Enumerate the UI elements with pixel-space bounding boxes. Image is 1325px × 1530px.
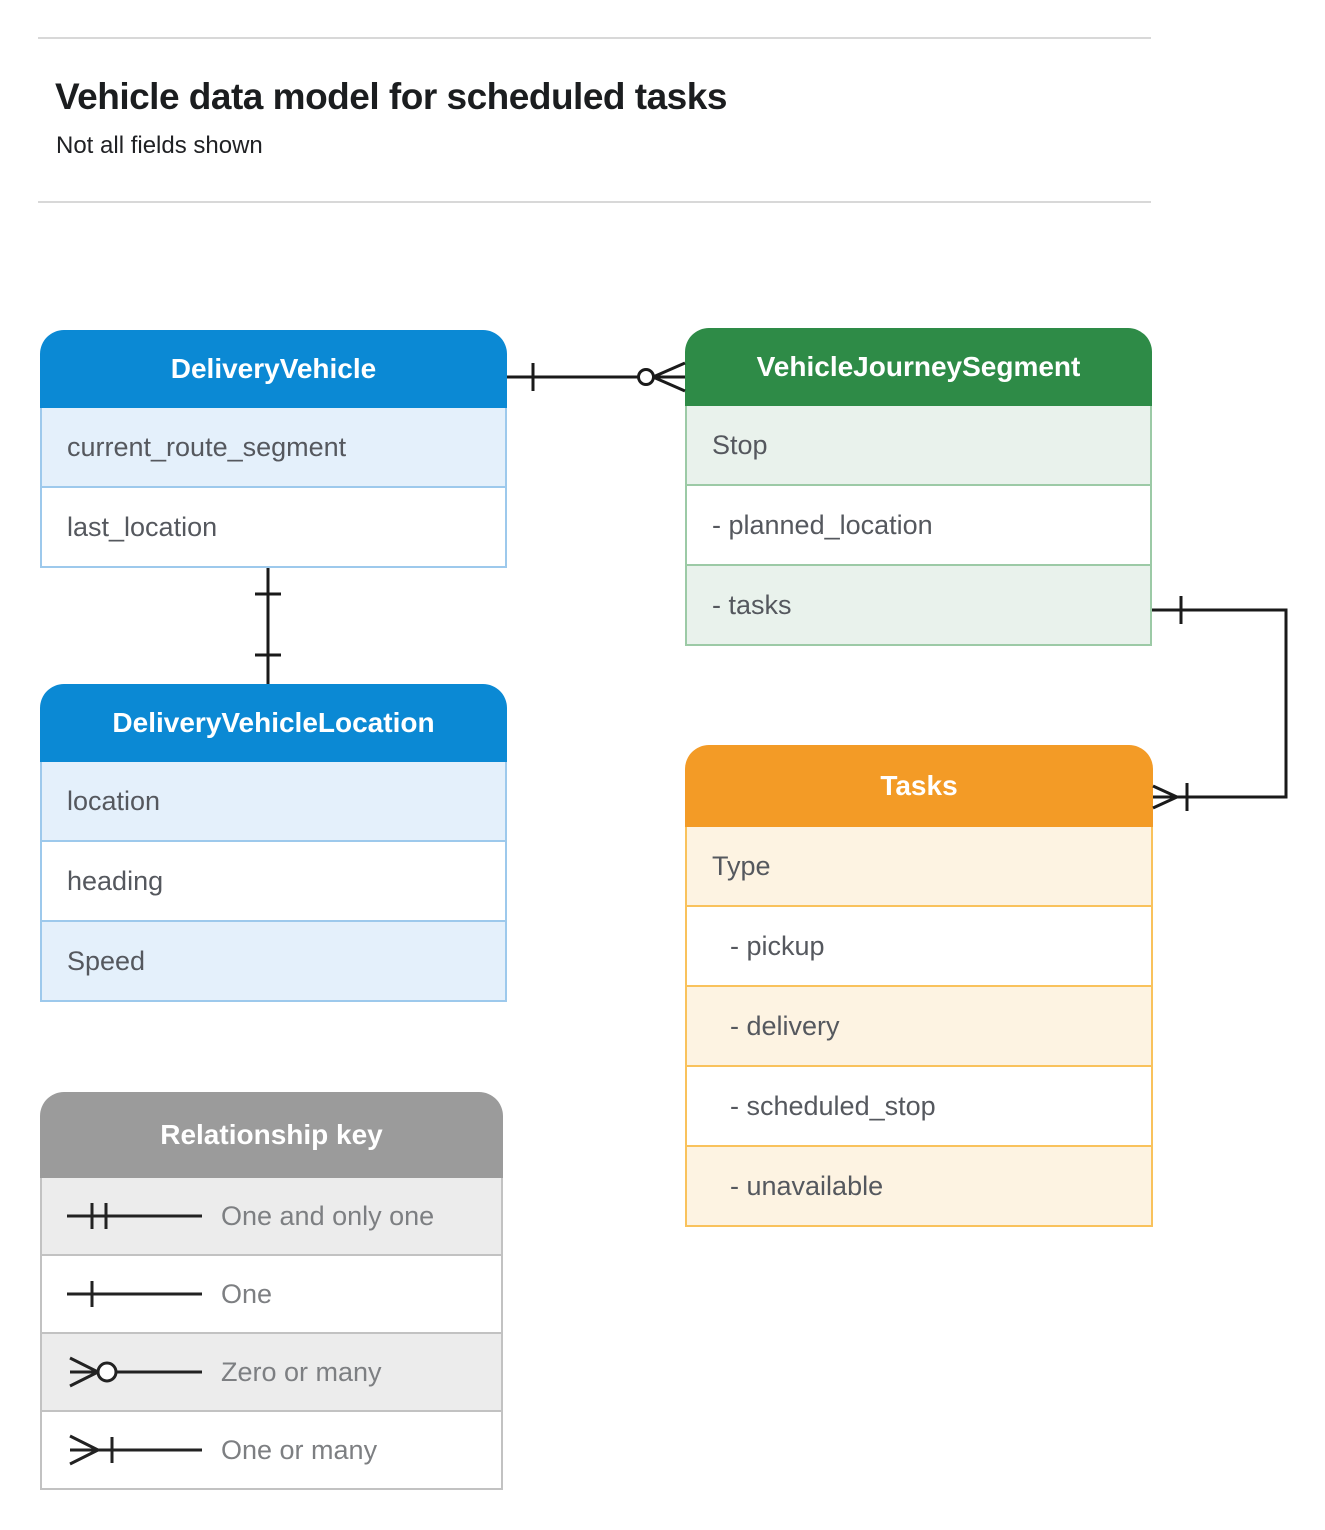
entity-row: - scheduled_stop	[685, 1067, 1153, 1147]
entity-title: DeliveryVehicleLocation	[40, 684, 507, 762]
legend-row: Zero or many	[40, 1334, 503, 1412]
entity-row: Type	[685, 827, 1153, 907]
connector-deliveryvehicle-deliveryvehiclelocation	[255, 568, 281, 684]
relationship-key-title: Relationship key	[40, 1092, 503, 1178]
entity-row: - pickup	[685, 907, 1153, 987]
connector-tasks	[1152, 596, 1288, 811]
one-symbol	[67, 1281, 202, 1307]
entity-delivery-vehicle-location: DeliveryVehicleLocation location heading…	[40, 684, 507, 1002]
page-title: Vehicle data model for scheduled tasks	[55, 76, 727, 117]
entity-tasks: Tasks Type - pickup - delivery - schedul…	[685, 745, 1153, 1227]
entity-row: - unavailable	[685, 1147, 1153, 1227]
entity-row: heading	[40, 842, 507, 922]
entity-delivery-vehicle: DeliveryVehicle current_route_segment la…	[40, 330, 507, 568]
one-and-only-one-symbol	[67, 1203, 202, 1229]
entity-title: Tasks	[685, 745, 1153, 827]
header-divider	[38, 201, 1151, 203]
entity-vehicle-journey-segment: VehicleJourneySegment Stop - planned_loc…	[685, 328, 1152, 646]
entity-row: location	[40, 762, 507, 842]
page-subtitle: Not all fields shown	[56, 132, 263, 159]
relationship-key: Relationship key One and only one One	[40, 1092, 503, 1490]
legend-row: One and only one	[40, 1178, 503, 1256]
connector-deliveryvehicle-vehiclejourneysegment	[507, 361, 686, 393]
top-divider	[38, 37, 1151, 39]
entity-row: - planned_location	[685, 486, 1152, 566]
entity-row: - delivery	[685, 987, 1153, 1067]
one-or-many-symbol	[69, 1434, 202, 1466]
legend-row: One	[40, 1256, 503, 1334]
entity-row: Speed	[40, 922, 507, 1002]
entity-row: Stop	[685, 406, 1152, 486]
entity-title: DeliveryVehicle	[40, 330, 507, 408]
legend-label: One and only one	[221, 1200, 435, 1231]
entity-row: last_location	[40, 488, 507, 568]
legend-label: Zero or many	[221, 1356, 382, 1387]
legend-label: One or many	[221, 1434, 378, 1465]
legend-label: One	[221, 1278, 273, 1309]
legend-row: One or many	[40, 1412, 503, 1490]
zero-or-many-symbol	[69, 1356, 202, 1388]
entity-row: current_route_segment	[40, 408, 507, 488]
entity-row: - tasks	[685, 566, 1152, 646]
entity-title: VehicleJourneySegment	[685, 328, 1152, 406]
